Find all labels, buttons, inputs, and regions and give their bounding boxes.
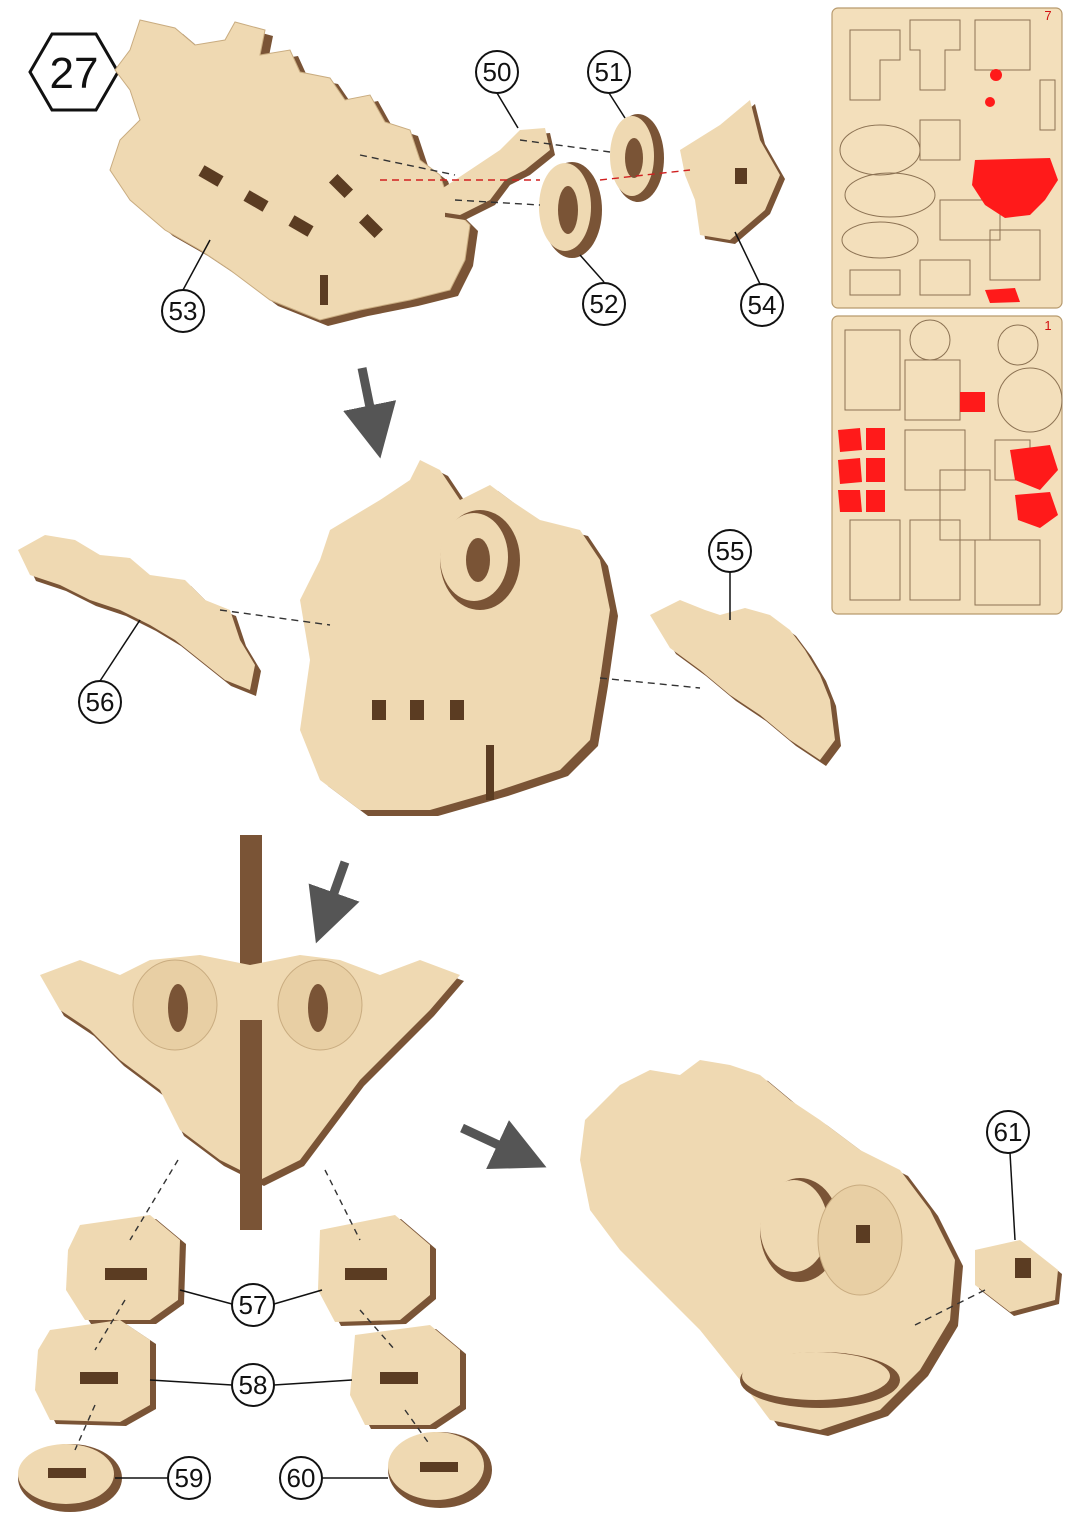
callout-50-label: 50 (483, 57, 512, 87)
part-55-wing (650, 600, 841, 766)
callout-52: 52 (580, 255, 625, 325)
step-arrow-1 (362, 368, 375, 432)
sheet-top-number: 7 (1044, 8, 1051, 23)
step-arrow-2 (325, 862, 345, 918)
callout-50: 50 (476, 51, 518, 128)
part-52-ring (539, 162, 602, 258)
part-61-block (975, 1240, 1062, 1316)
part-57-left-foot (66, 1215, 186, 1324)
part-51-ring (610, 114, 664, 202)
callout-58-label: 58 (239, 1370, 268, 1400)
part-53-body-panel (110, 20, 478, 326)
parts-sheet-bottom: 1 (832, 316, 1062, 614)
part-54-face (680, 100, 785, 244)
callout-59-label: 59 (175, 1463, 204, 1493)
callout-56: 56 (79, 620, 140, 723)
callout-61-label: 61 (994, 1117, 1023, 1147)
part-59-left-toe (18, 1444, 122, 1512)
callout-60: 60 (280, 1457, 388, 1499)
step-badge: 27 (30, 34, 118, 110)
step-number: 27 (50, 49, 99, 98)
parts-sheet-top: 7 (832, 8, 1062, 308)
callout-51-label: 51 (595, 57, 624, 87)
callout-61: 61 (987, 1111, 1029, 1240)
finished-assembly (580, 1060, 963, 1436)
callout-55-label: 55 (716, 536, 745, 566)
callout-56-label: 56 (86, 687, 115, 717)
callout-51: 51 (588, 51, 630, 118)
callout-59: 59 (115, 1457, 210, 1499)
callout-57: 57 (180, 1284, 322, 1326)
front-view-assembly (40, 835, 464, 1230)
sheet-bottom-number: 1 (1044, 318, 1051, 333)
callout-60-label: 60 (287, 1463, 316, 1493)
callout-54: 54 (735, 232, 783, 326)
assembled-body-mid (300, 460, 618, 816)
callout-52-label: 52 (590, 289, 619, 319)
callout-55: 55 (709, 530, 751, 620)
callout-58: 58 (150, 1364, 352, 1406)
callout-53: 53 (162, 240, 210, 332)
part-56-wing (18, 535, 261, 696)
part-60-right-toe (388, 1432, 492, 1508)
step-arrow-3 (462, 1128, 522, 1156)
part-57-right-foot (318, 1215, 436, 1326)
callout-57-label: 57 (239, 1290, 268, 1320)
callout-53-label: 53 (169, 296, 198, 326)
part-58-left-foot (35, 1320, 156, 1426)
callout-54-label: 54 (748, 290, 777, 320)
